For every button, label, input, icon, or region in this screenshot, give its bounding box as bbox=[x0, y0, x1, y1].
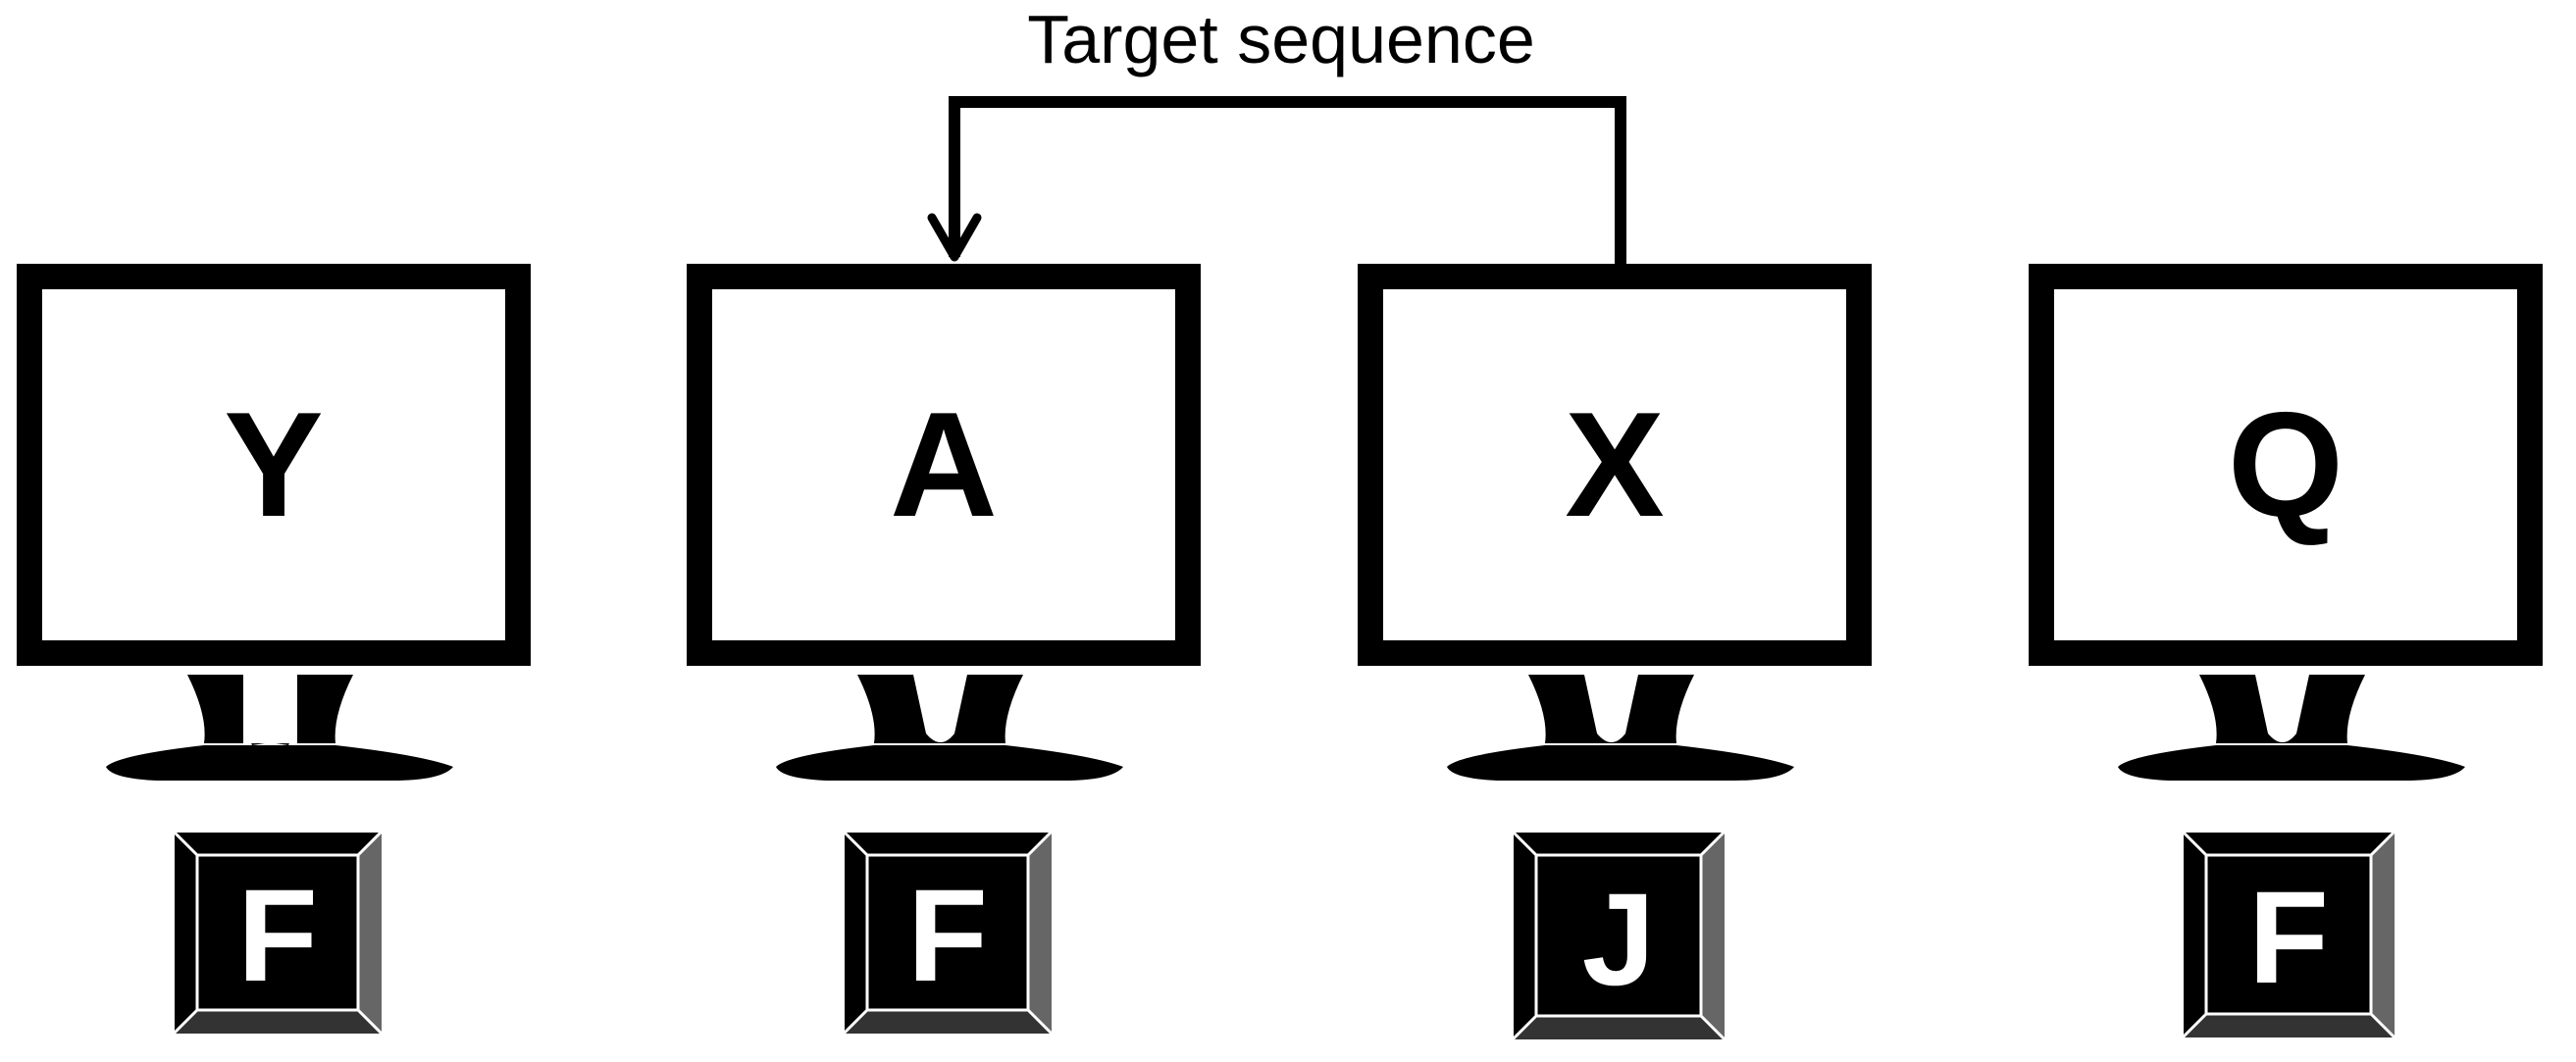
key-1: F bbox=[172, 830, 384, 1036]
sequence-arrow bbox=[927, 96, 1626, 267]
monitor-base bbox=[1447, 745, 1794, 781]
target-sequence-label: Target sequence bbox=[1027, 1, 1535, 77]
monitor-base bbox=[106, 745, 453, 781]
screen-letter: A bbox=[890, 381, 998, 548]
key-2: F bbox=[842, 830, 1054, 1036]
key-letter: J bbox=[1582, 867, 1656, 1013]
monitor-screen bbox=[2029, 264, 2543, 666]
screen-letter: Y bbox=[224, 381, 323, 548]
monitor-base bbox=[2118, 745, 2465, 781]
screen-letter: X bbox=[1565, 381, 1664, 548]
key-letter: F bbox=[237, 863, 318, 1009]
key-4: F bbox=[2181, 830, 2396, 1039]
monitor-screen bbox=[17, 264, 531, 666]
key-letter: F bbox=[907, 863, 988, 1009]
monitor-4: Q bbox=[2029, 264, 2543, 781]
key-face bbox=[2204, 853, 2373, 1016]
key-face bbox=[195, 853, 360, 1012]
monitor-3: X bbox=[1358, 264, 1872, 781]
key-face bbox=[1534, 853, 1703, 1018]
monitor-2: A bbox=[687, 264, 1201, 781]
monitor-screen bbox=[1358, 264, 1872, 666]
key-face bbox=[865, 853, 1030, 1012]
monitor-base bbox=[776, 745, 1123, 781]
key-letter: F bbox=[2248, 865, 2329, 1011]
screen-letter: Q bbox=[2228, 381, 2344, 548]
monitor-screen bbox=[687, 264, 1201, 666]
monitor-1: Y bbox=[17, 264, 531, 781]
key-3: J bbox=[1511, 830, 1726, 1041]
